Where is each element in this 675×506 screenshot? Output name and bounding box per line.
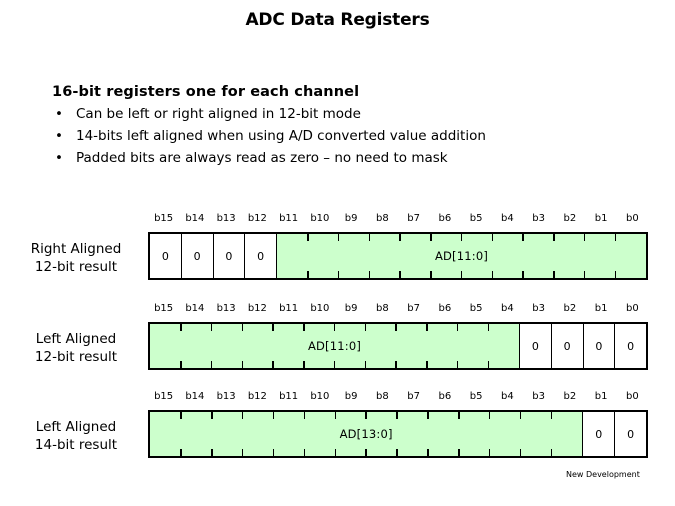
page-title: ADC Data Registers (245, 10, 430, 30)
bit-label: b2 (563, 303, 577, 314)
bit-label: b10 (310, 303, 330, 314)
register-caption-line1: Left Aligned (35, 419, 117, 435)
bit-label: b4 (501, 391, 514, 402)
bit-label: b5 (469, 391, 483, 402)
bit-label: b14 (185, 391, 205, 402)
bullet-item: • Padded bits are always read as zero – … (52, 147, 632, 169)
bullet-marker-icon: • (55, 106, 63, 122)
bit-label: b8 (376, 391, 389, 402)
bit-label: b0 (626, 303, 639, 314)
padding-bit-cell: 0 (614, 412, 646, 456)
bit-label: b2 (563, 213, 577, 224)
padding-bit-cell: 0 (150, 234, 181, 278)
bit-label: b2 (563, 391, 577, 402)
bit-label: b5 (469, 213, 483, 224)
bullet-text: 14-bits left aligned when using A/D conv… (76, 128, 486, 144)
bit-label-row: b15 b14 b13 b12 b11 b10 b9 b8 b7 b6 b5 b4 b3 b2 b1 b0 (148, 390, 648, 406)
bit-label: b0 (626, 391, 639, 402)
bit-label: b15 (154, 391, 174, 402)
register-caption: Right Aligned 12-bit result (14, 240, 138, 276)
register-caption-line1: Right Aligned (30, 241, 122, 257)
padding-bit-cell: 0 (519, 324, 551, 368)
bit-label-row: b15 b14 b13 b12 b11 b10 b9 b8 b7 b6 b5 b4 b3 b2 b1 b0 (148, 302, 648, 318)
bit-label: b4 (501, 213, 514, 224)
data-field-cell: AD[11:0] (276, 234, 646, 278)
bullet-text: Padded bits are always read as zero – no… (76, 150, 448, 166)
bit-label: b14 (185, 213, 205, 224)
footnote-new-development: New Development (566, 470, 640, 479)
bit-label: b10 (310, 213, 330, 224)
bit-label: b15 (154, 213, 174, 224)
padding-bit-cell: 0 (582, 324, 615, 368)
padding-bit-cell: 0 (244, 234, 276, 278)
bit-label: b12 (247, 213, 267, 224)
bit-label: b12 (247, 303, 267, 314)
padding-bit-cell: 0 (212, 234, 245, 278)
bit-label: b11 (279, 391, 299, 402)
padding-bit-cell: 0 (582, 412, 615, 456)
register-caption: Left Aligned 12-bit result (14, 330, 138, 366)
bullet-item: • 14-bits left aligned when using A/D co… (52, 125, 632, 147)
data-field-cell: AD[11:0] (150, 324, 519, 368)
data-field-cell: AD[13:0] (150, 412, 583, 456)
bit-label: b12 (247, 391, 267, 402)
bit-label: b3 (532, 303, 545, 314)
register-caption-line1: Left Aligned (35, 331, 117, 347)
bit-label: b7 (407, 213, 420, 224)
bit-label: b1 (594, 303, 608, 314)
data-field-label: AD[11:0] (434, 249, 489, 263)
bit-label: b6 (438, 303, 452, 314)
bit-label: b3 (532, 391, 545, 402)
padding-bit-cell: 0 (614, 324, 646, 368)
body-text-block: 16-bit registers one for each channel • … (52, 84, 632, 169)
bit-label: b1 (594, 213, 608, 224)
bit-label: b1 (594, 391, 608, 402)
bullet-item: • Can be left or right aligned in 12-bit… (52, 103, 632, 125)
bit-label: b6 (438, 391, 452, 402)
padding-bit-cell: 0 (550, 324, 583, 368)
register-caption: Left Aligned 14-bit result (14, 418, 138, 454)
bullet-text: Can be left or right aligned in 12-bit m… (76, 106, 361, 122)
bit-label: b6 (438, 213, 452, 224)
bit-label: b9 (344, 213, 358, 224)
data-field-label: AD[13:0] (339, 427, 393, 441)
bit-label: b13 (216, 213, 236, 224)
data-field-label: AD[11:0] (307, 339, 362, 353)
bit-label: b10 (310, 391, 330, 402)
bit-label: b14 (185, 303, 205, 314)
bit-label-row: b15 b14 b13 b12 b11 b10 b9 b8 b7 b6 b5 b4 b3 b2 b1 b0 (148, 212, 648, 228)
bit-label: b8 (376, 213, 389, 224)
padding-bit-cell: 0 (180, 234, 213, 278)
bit-label: b7 (407, 303, 420, 314)
bit-label: b7 (407, 391, 420, 402)
bit-label: b9 (344, 303, 358, 314)
register-caption-line2: 12-bit result (34, 259, 118, 275)
bit-label: b15 (154, 303, 174, 314)
bit-label: b9 (344, 391, 358, 402)
bullet-marker-icon: • (55, 128, 63, 144)
bullet-marker-icon: • (55, 150, 63, 166)
bit-label: b8 (376, 303, 389, 314)
bit-label: b5 (469, 303, 483, 314)
bit-label: b13 (216, 391, 236, 402)
bit-label: b4 (501, 303, 514, 314)
register-caption-line2: 14-bit result (34, 437, 118, 453)
bit-label: b0 (626, 213, 639, 224)
body-heading: 16-bit registers one for each channel (52, 84, 360, 100)
bit-label: b13 (216, 303, 236, 314)
bit-label: b11 (279, 303, 299, 314)
register-caption-line2: 12-bit result (34, 349, 118, 365)
bit-label: b3 (532, 213, 545, 224)
bit-label: b11 (279, 213, 299, 224)
